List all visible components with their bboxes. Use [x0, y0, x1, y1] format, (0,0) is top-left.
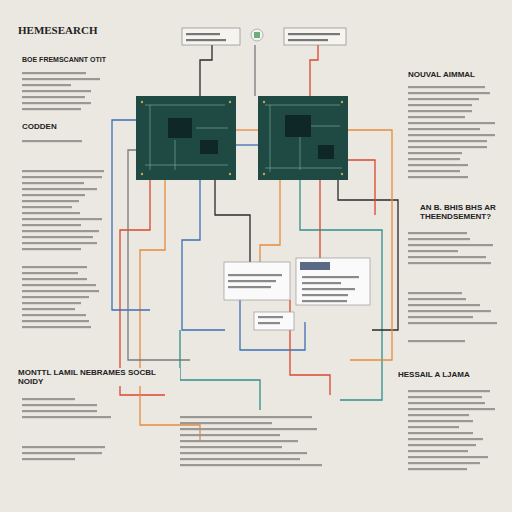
section-heading: HESSAIL A LJAMA [396, 370, 506, 379]
paper-cards [224, 258, 370, 330]
section-heading: MONTTL LAMIL NEBRAMES SOCBL NOIDY [16, 368, 180, 386]
top-panels [182, 28, 346, 45]
diagram-title: HEMESEARCH [16, 24, 99, 37]
section-heading: BOE FREMSCANNT OTIT [20, 56, 120, 64]
circuit-boards [136, 96, 348, 180]
section-heading: CODDEN [20, 122, 104, 131]
section-heading: AN B. BHIS BHS AR THEENDSEMENT? [418, 203, 510, 221]
section-heading: NOUVAL AIMMAL [406, 70, 510, 79]
